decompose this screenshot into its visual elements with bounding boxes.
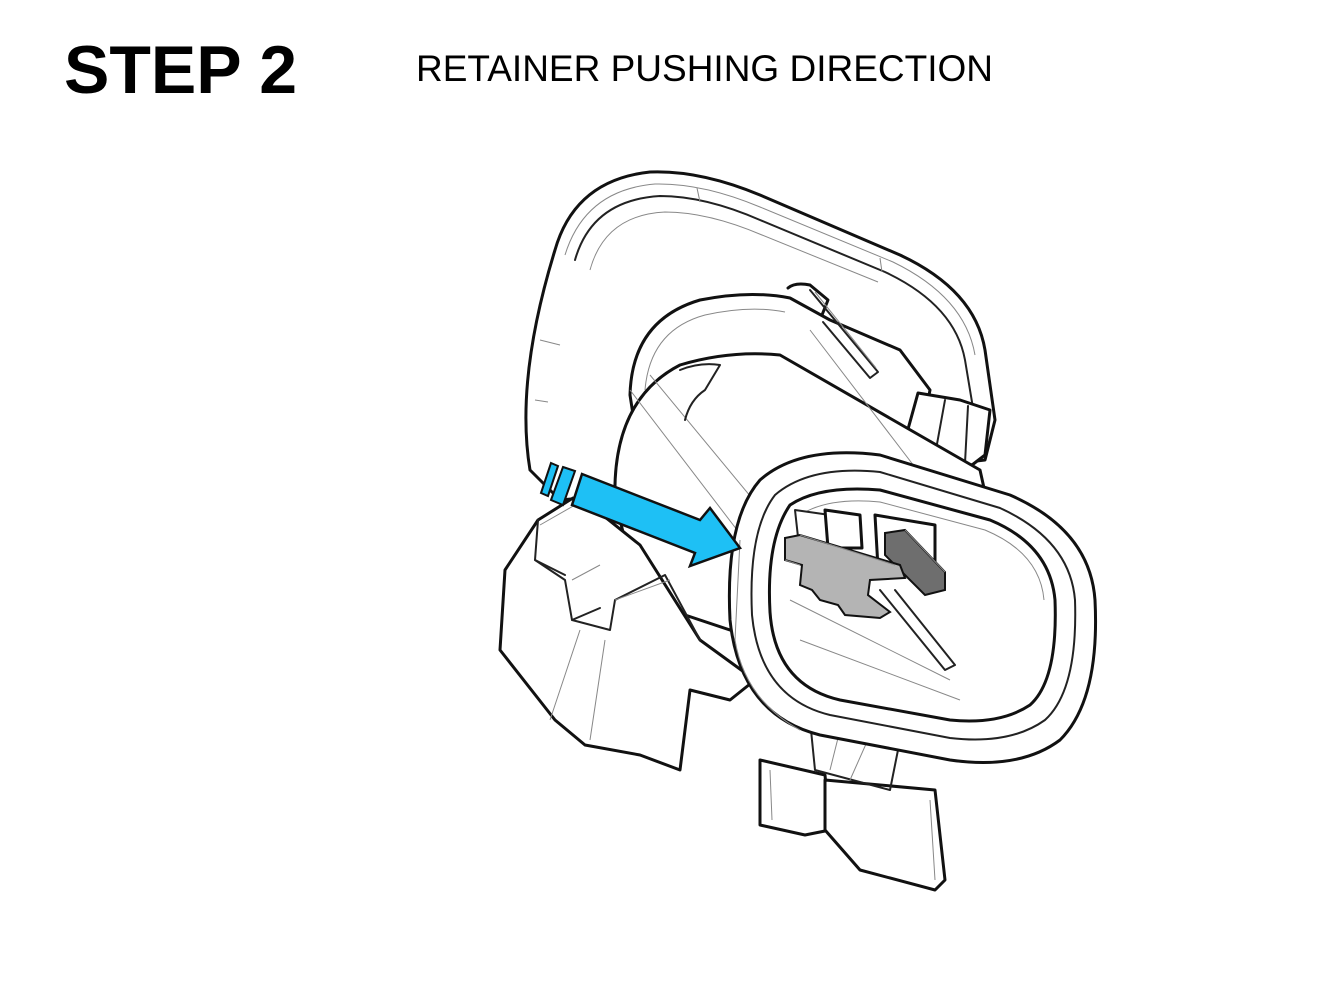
step-title: STEP 2 [64,32,298,108]
arrow-right-down-icon [539,461,743,569]
lower-left-latch [498,496,757,772]
instruction-heading: RETAINER PUSHING DIRECTION [416,48,993,89]
terminal [884,528,946,597]
front-face [727,451,1098,764]
retainer [784,533,907,620]
